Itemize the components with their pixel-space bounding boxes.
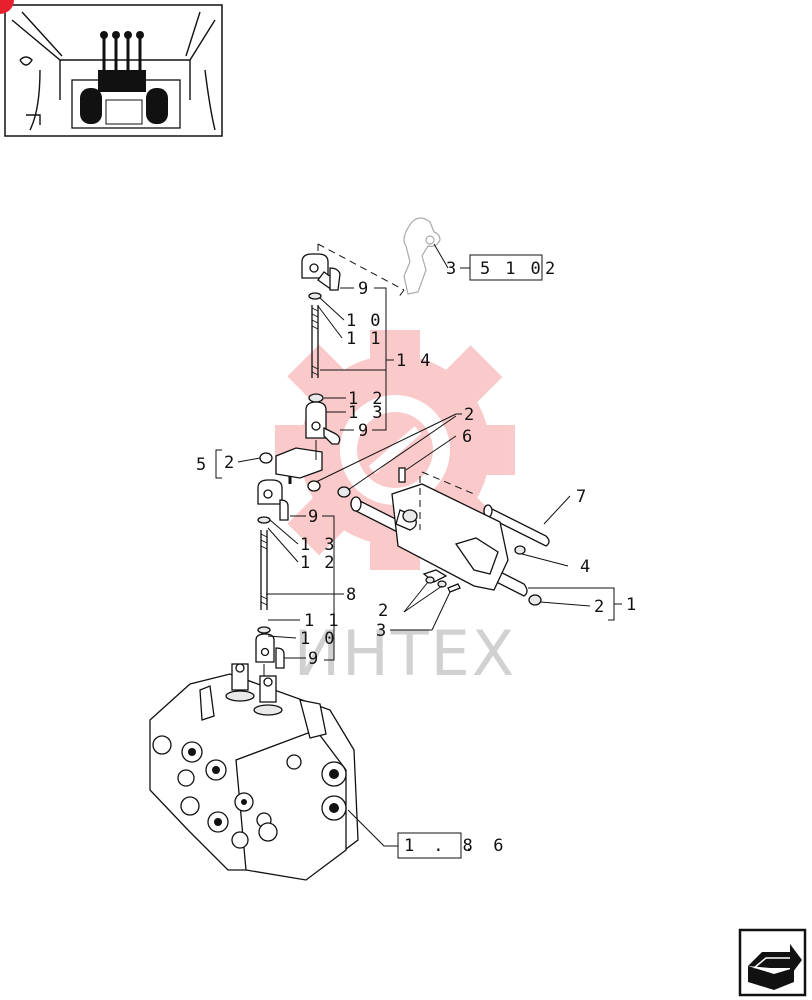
control-valve-body [149,663,359,881]
callout-12: 12 [348,389,396,409]
callout-ref-top-box: 510 [480,259,556,279]
watermark-text: ИНТЕХ [294,617,517,690]
callout-ref-top-suffix: 2 [545,259,558,279]
callout-5: 5 [196,455,209,475]
leader-lines [215,243,622,847]
callout-ref-valve-suffix: .6 [464,836,522,856]
callout-3: 3 [376,621,389,641]
callout-9: 9 [308,649,321,669]
callout-ref-valve-box: 1.8 [404,836,492,856]
callout-9: 9 [358,279,371,299]
callout-ref-top-prefix: 3 [446,259,459,279]
callout-2: 2 [594,597,607,617]
callout-labels: 3 510 2 9 10 11 14 12 13 9 2 6 5 2 7 9 1… [196,259,639,856]
ref-box-top [469,254,543,281]
callout-10: 10 [346,311,394,331]
callout-4: 4 [580,557,593,577]
cab-view-thumbnail[interactable] [0,0,223,137]
callout-10: 10 [300,629,348,649]
ref-box-valve [397,832,462,859]
callout-9: 9 [308,507,321,527]
callout-13: 13 [300,535,348,555]
callout-6: 6 [462,427,475,447]
lower-rod-assembly [255,479,289,669]
callout-14: 14 [396,351,444,371]
next-page-arrow-icon[interactable] [738,928,807,997]
callout-13: 13 [348,403,396,423]
ghost-lever-part [403,217,441,295]
callout-9: 9 [358,421,371,441]
callout-2: 2 [378,601,391,621]
callout-11: 11 [304,611,352,631]
callout-8: 8 [346,585,359,605]
corner-badge [0,0,14,14]
callout-11: 11 [346,329,394,349]
callout-12: 12 [300,553,348,573]
callout-2: 2 [224,453,237,473]
callout-2: 2 [464,405,477,425]
callout-1: 1 [626,595,639,615]
shaft-assembly [337,467,550,606]
callout-7: 7 [576,487,589,507]
upper-rod-assembly [259,253,341,492]
